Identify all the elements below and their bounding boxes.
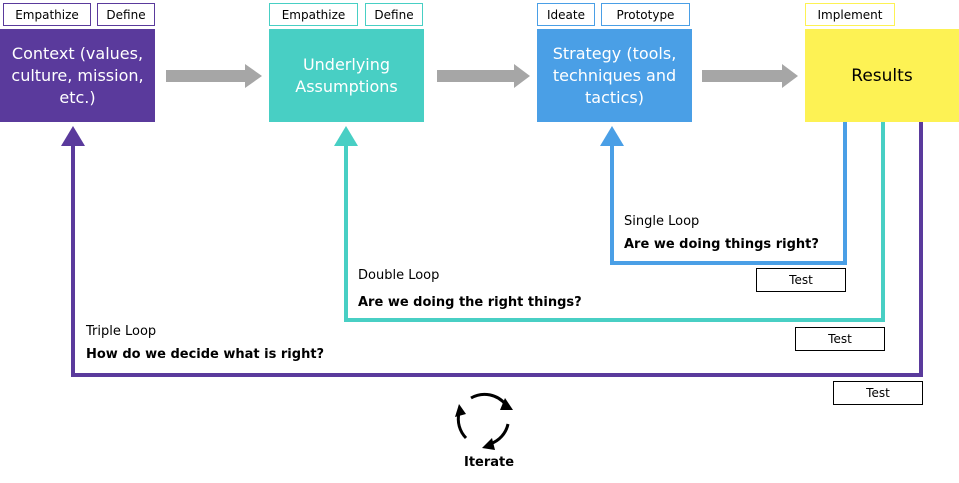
single-loop-test: Test xyxy=(756,268,846,292)
flow-arrow-1 xyxy=(166,64,262,88)
triple-loop-question: How do we decide what is right? xyxy=(86,347,325,362)
tag-define-2: Define xyxy=(365,3,423,26)
tag-empathize-2: Empathize xyxy=(269,3,358,26)
stage-results: Results xyxy=(805,29,959,122)
double-loop-question: Are we doing the right things? xyxy=(358,295,582,310)
flow-arrow-2 xyxy=(437,64,530,88)
tag-define-1: Define xyxy=(97,3,155,26)
single-loop-question: Are we doing things right? xyxy=(624,237,819,252)
stage-context: Context (values, culture, mission, etc.) xyxy=(0,29,155,122)
double-loop-test: Test xyxy=(795,327,885,351)
stage-underlying-assumptions: Underlying Assumptions xyxy=(269,29,424,122)
tag-empathize-1: Empathize xyxy=(3,3,91,26)
single-loop-line xyxy=(610,122,847,265)
triple-loop-arrowhead xyxy=(61,126,85,146)
tag-implement: Implement xyxy=(805,3,895,26)
single-loop-title: Single Loop xyxy=(624,214,700,229)
double-loop-line xyxy=(344,122,885,322)
triple-loop-title: Triple Loop xyxy=(86,324,157,339)
cycle-arrows-icon xyxy=(455,392,513,450)
tag-prototype: Prototype xyxy=(601,3,690,26)
triple-loop-test: Test xyxy=(833,381,923,405)
triple-loop-line xyxy=(71,122,923,377)
stage-strategy: Strategy (tools, techniques and tactics) xyxy=(537,29,692,122)
tag-ideate: Ideate xyxy=(537,3,595,26)
double-loop-title: Double Loop xyxy=(358,268,440,283)
flow-arrow-3 xyxy=(702,64,798,88)
iterate-label: Iterate xyxy=(464,455,515,470)
double-loop-arrowhead xyxy=(334,126,358,146)
single-loop-arrowhead xyxy=(600,126,624,146)
